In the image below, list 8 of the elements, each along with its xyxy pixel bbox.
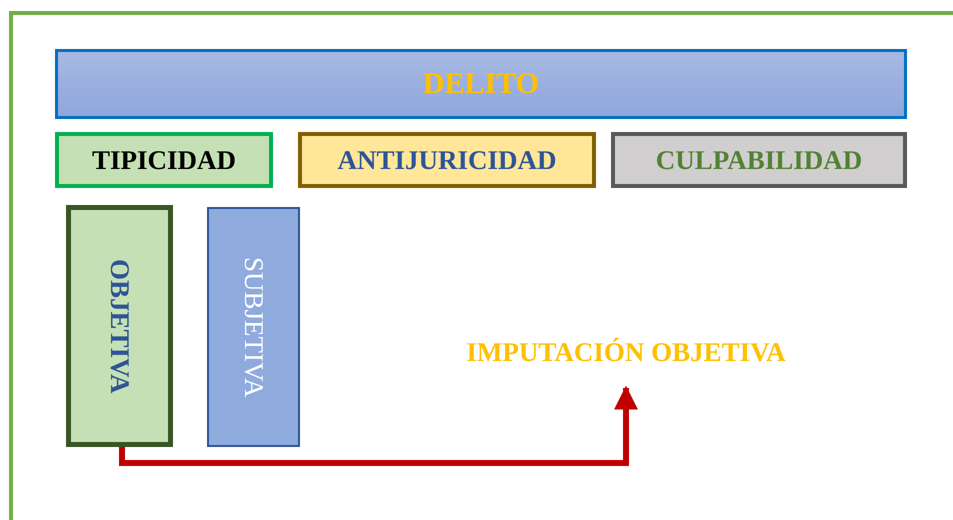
label-text: IMPUTACIÓN OBJETIVA [420, 330, 832, 374]
category-box: TIPICIDAD [55, 132, 273, 188]
title-box: DELITO [55, 49, 907, 119]
vertical-box: OBJETIVA [66, 205, 173, 447]
category-box: CULPABILIDAD [611, 132, 907, 188]
vertical-box: SUBJETIVA [207, 207, 300, 447]
arrow [119, 386, 638, 466]
category-box: ANTIJURICIDAD [298, 132, 596, 188]
